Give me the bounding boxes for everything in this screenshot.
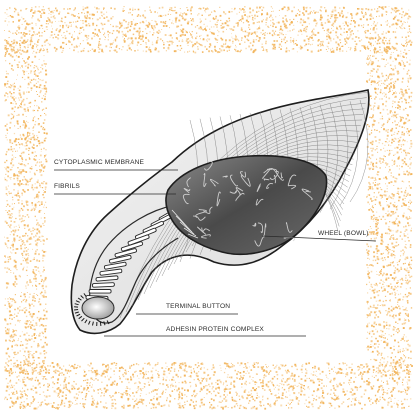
label-terminal-button: TERMINAL BUTTON <box>166 303 230 311</box>
label-wheel-bowl: WHEEL (BOWL) <box>318 230 369 238</box>
label-cytoplasmic-membrane: CYTOPLASMIC MEMBRANE <box>54 159 144 167</box>
label-fibrils: FIBRILS <box>54 183 80 191</box>
terminal-button <box>82 297 114 319</box>
label-adhesin-protein-complex: ADHESIN PROTEIN COMPLEX <box>166 326 264 334</box>
